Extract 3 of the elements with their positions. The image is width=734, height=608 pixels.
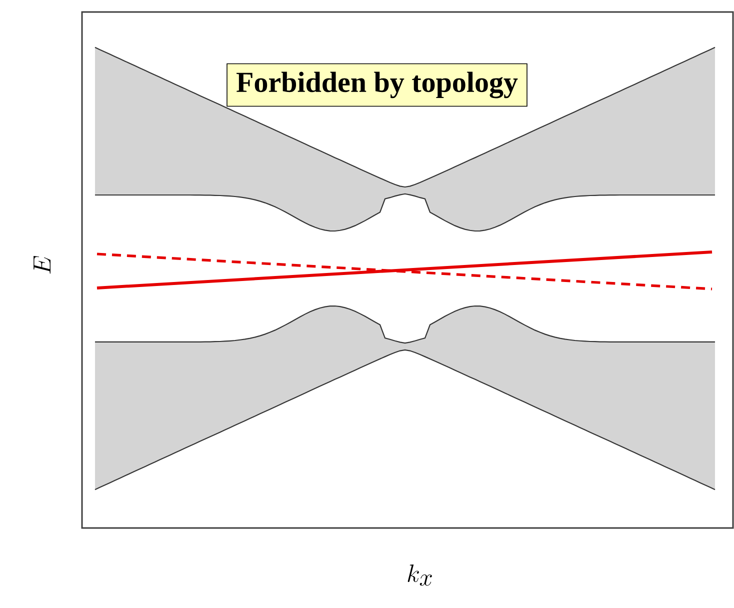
axis-label: $k_x$: [408, 564, 432, 586]
text-box: Forbidden by topology: [226, 63, 528, 107]
axis-label: $E$: [34, 256, 50, 274]
